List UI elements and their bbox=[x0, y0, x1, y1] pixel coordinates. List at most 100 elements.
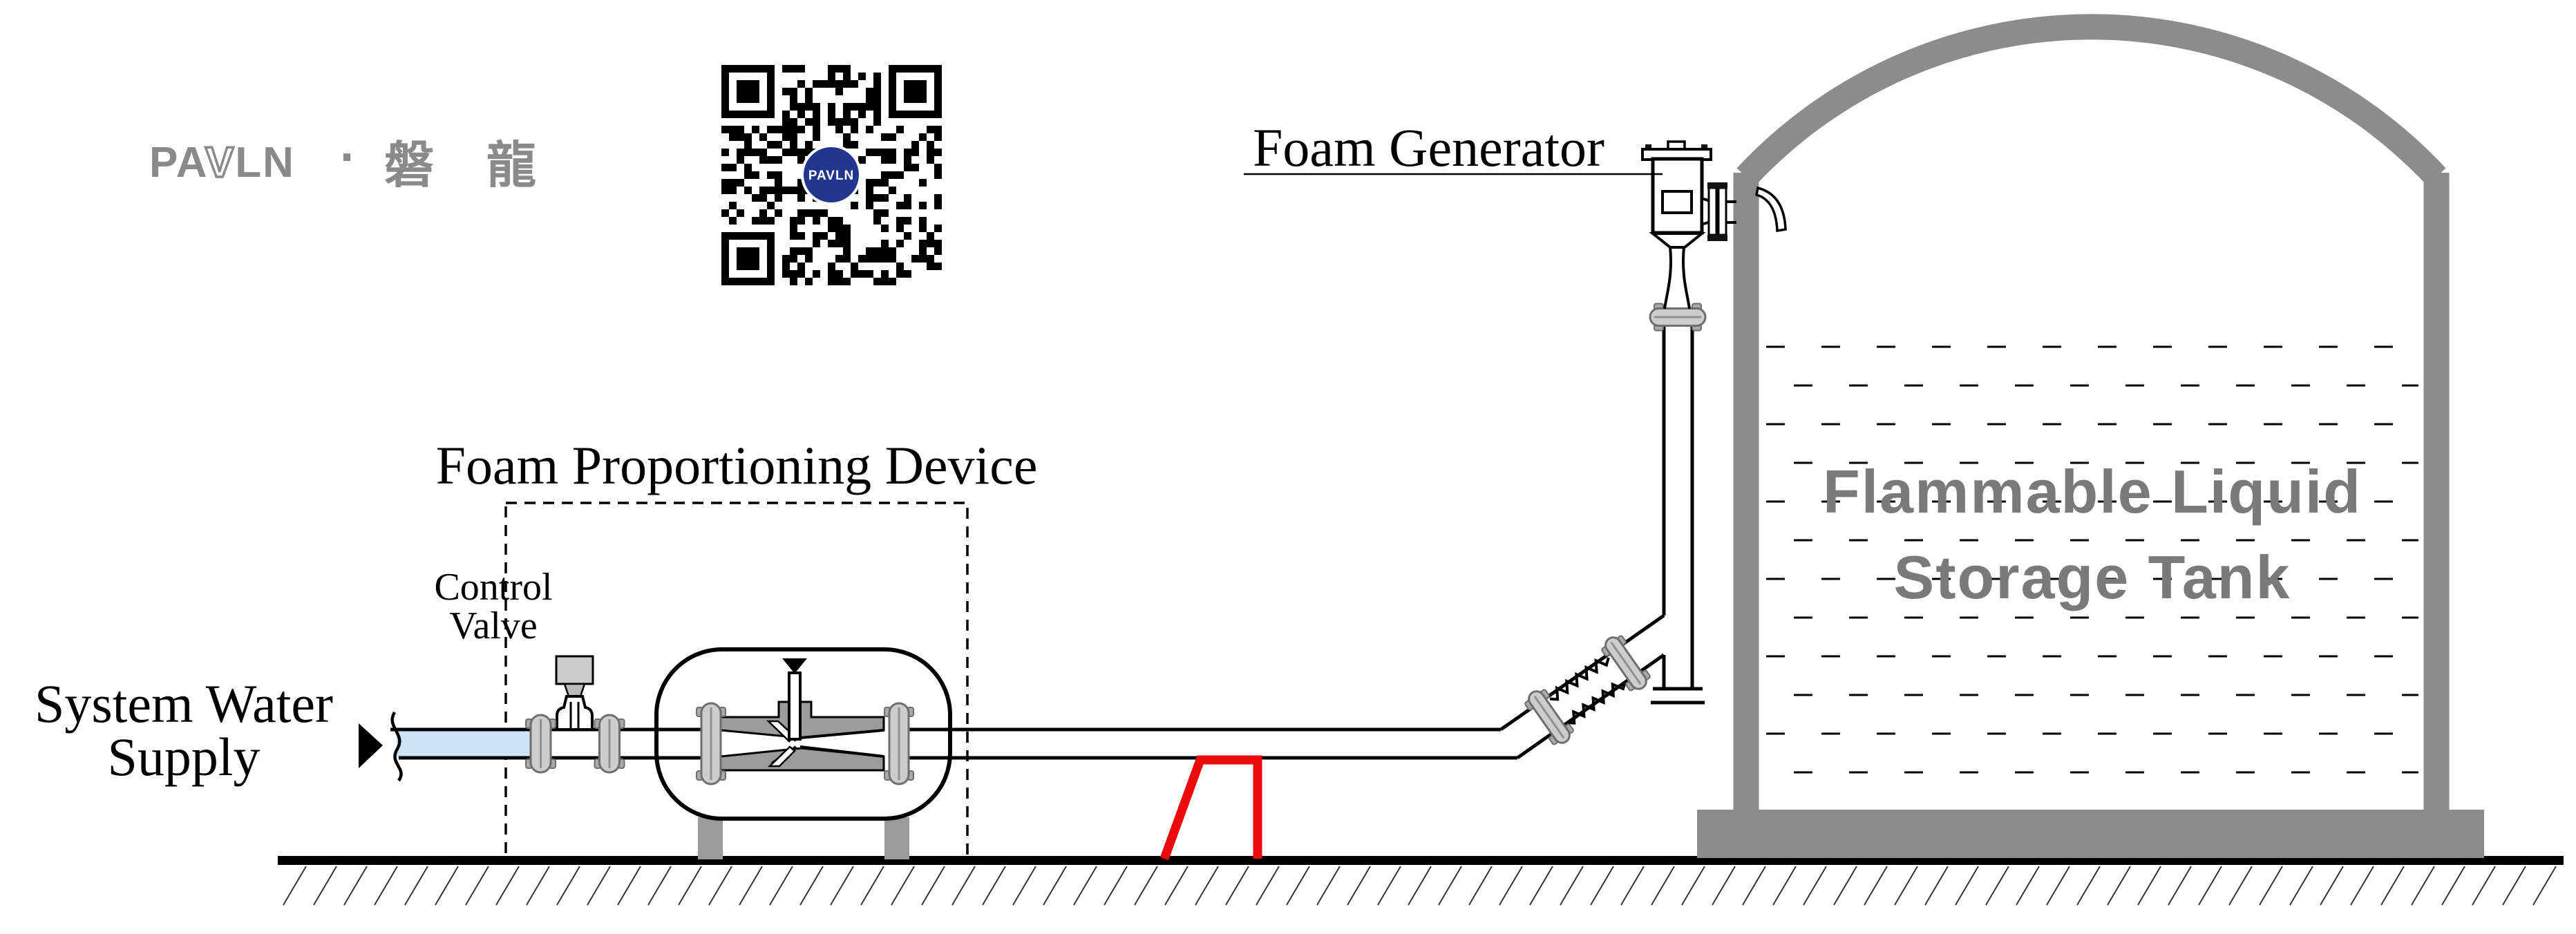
bellows-zigzag bbox=[1549, 657, 1610, 701]
system-water-label-line2: Supply bbox=[107, 727, 260, 787]
pipe-flanges bbox=[525, 303, 1707, 785]
qr-module bbox=[866, 194, 873, 202]
qr-module bbox=[767, 270, 775, 278]
qr-module bbox=[911, 95, 919, 103]
qr-module bbox=[934, 126, 942, 133]
qr-module bbox=[805, 278, 813, 285]
qr-module bbox=[744, 88, 752, 95]
qr-module bbox=[828, 240, 835, 247]
qr-module bbox=[835, 225, 843, 232]
qr-module bbox=[782, 270, 790, 278]
qr-module bbox=[797, 111, 805, 118]
generator-bolt bbox=[1701, 144, 1707, 150]
qr-module bbox=[835, 270, 843, 278]
qr-module bbox=[797, 179, 805, 187]
flange bbox=[525, 714, 556, 774]
qr-module bbox=[904, 111, 911, 118]
foam-generator bbox=[1641, 140, 1787, 309]
qr-module bbox=[759, 149, 767, 156]
hatch-line bbox=[2320, 866, 2344, 906]
qr-module bbox=[752, 247, 759, 255]
qr-module bbox=[896, 225, 904, 232]
qr-module bbox=[813, 126, 820, 133]
hatch-line bbox=[1408, 866, 1432, 906]
qr-module bbox=[721, 255, 729, 263]
qr-module bbox=[721, 103, 729, 111]
qr-module bbox=[721, 179, 729, 187]
hatch-line bbox=[343, 866, 368, 906]
qr-module bbox=[858, 270, 866, 278]
hatch-line bbox=[1833, 866, 1857, 906]
qr-module bbox=[873, 247, 881, 255]
qr-module bbox=[851, 141, 858, 149]
qr-module bbox=[889, 65, 896, 73]
hatch-line bbox=[769, 866, 793, 906]
qr-module bbox=[881, 255, 889, 263]
qr-module bbox=[729, 232, 737, 240]
qr-module bbox=[927, 240, 934, 247]
qr-module bbox=[744, 111, 752, 118]
hatch-line bbox=[1955, 866, 1979, 906]
qr-module bbox=[759, 278, 767, 285]
qr-module bbox=[805, 255, 813, 263]
qr-module bbox=[866, 103, 873, 111]
qr-module bbox=[873, 194, 881, 202]
qr-module bbox=[805, 118, 813, 126]
qr-module bbox=[767, 171, 775, 179]
hatch-line bbox=[1924, 866, 1949, 906]
qr-module bbox=[911, 80, 919, 88]
concentrate-downpipe bbox=[788, 671, 802, 741]
generator-sight-window bbox=[1661, 190, 1693, 214]
qr-module bbox=[767, 80, 775, 88]
hatch-line bbox=[1225, 866, 1249, 906]
qr-module bbox=[805, 103, 813, 111]
qr-module bbox=[737, 149, 744, 156]
qr-module bbox=[790, 126, 797, 133]
qr-module bbox=[934, 95, 942, 103]
qr-module bbox=[919, 255, 927, 263]
hatch-line bbox=[1772, 866, 1797, 906]
qr-module bbox=[919, 88, 927, 95]
qr-module bbox=[919, 179, 927, 187]
qr-module bbox=[721, 164, 729, 171]
qr-module bbox=[744, 232, 752, 240]
outlet-flange-plate bbox=[1707, 187, 1718, 236]
qr-module bbox=[904, 202, 911, 209]
qr-module bbox=[889, 111, 896, 118]
qr-module bbox=[737, 156, 744, 164]
qr-module bbox=[767, 73, 775, 80]
qr-module bbox=[851, 202, 858, 209]
qr-module bbox=[828, 278, 835, 285]
qr-module bbox=[851, 270, 858, 278]
flange bbox=[884, 702, 914, 785]
qr-module bbox=[904, 232, 911, 240]
qr-module bbox=[737, 111, 744, 118]
qr-module bbox=[889, 88, 896, 95]
qr-module bbox=[729, 217, 737, 225]
qr-module bbox=[828, 118, 835, 126]
hatch-line bbox=[2168, 866, 2192, 906]
hatch-line bbox=[1560, 866, 1584, 906]
qr-module bbox=[843, 80, 851, 88]
qr-module bbox=[752, 95, 759, 103]
inlet-arrow-icon bbox=[782, 658, 807, 674]
qr-module bbox=[843, 73, 851, 80]
hatch-line bbox=[891, 866, 915, 906]
qr-module bbox=[843, 225, 851, 232]
qr-module bbox=[828, 111, 835, 118]
qr-module bbox=[759, 133, 767, 141]
qr-code: PAVLN bbox=[716, 59, 947, 287]
qr-module bbox=[813, 270, 820, 278]
qr-module bbox=[843, 118, 851, 126]
qr-module bbox=[813, 240, 820, 247]
flange-seam bbox=[1610, 641, 1642, 685]
piping bbox=[359, 326, 1705, 859]
hatch-line bbox=[2259, 866, 2283, 906]
hatch-line bbox=[1620, 866, 1645, 906]
qr-module bbox=[896, 126, 904, 133]
qr-module bbox=[782, 263, 790, 270]
qr-module bbox=[752, 126, 759, 133]
horizontal-pipe bbox=[390, 727, 1517, 760]
qr-module bbox=[767, 255, 775, 263]
qr-module bbox=[813, 133, 820, 141]
